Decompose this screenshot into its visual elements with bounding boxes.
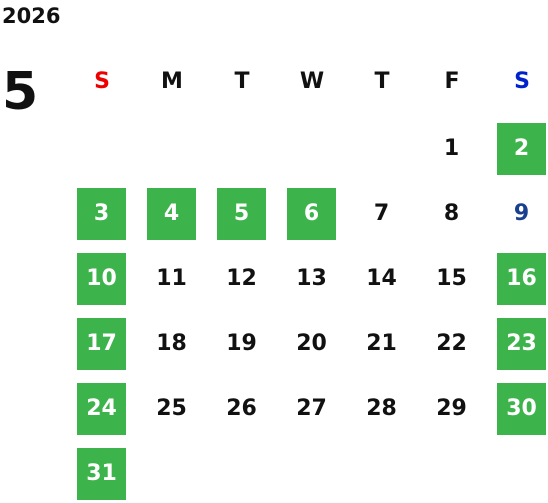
day-cell-18: 18 <box>156 331 187 356</box>
day-cell-27: 27 <box>296 396 327 421</box>
weekday-mon: M <box>161 69 183 94</box>
day-cell-12: 12 <box>226 266 257 291</box>
year-label: 2026 <box>2 4 61 28</box>
day-cell-13: 13 <box>296 266 327 291</box>
weekday-sun: S <box>94 69 110 94</box>
day-cell-30: 30 <box>497 383 546 435</box>
day-cell-5: 5 <box>217 188 266 240</box>
weekday-sat: S <box>514 69 530 94</box>
day-cell-2: 2 <box>497 123 546 175</box>
day-cell-7: 7 <box>373 201 390 226</box>
day-cell-3: 3 <box>77 188 126 240</box>
day-cell-17: 17 <box>77 318 126 370</box>
day-cell-21: 21 <box>366 331 397 356</box>
day-cell-26: 26 <box>226 396 257 421</box>
day-cell-4: 4 <box>147 188 196 240</box>
day-cell-8: 8 <box>443 201 460 226</box>
weekday-thu: T <box>374 69 390 94</box>
day-cell-16: 16 <box>497 253 546 305</box>
day-cell-9: 9 <box>513 201 530 226</box>
day-cell-23: 23 <box>497 318 546 370</box>
day-cell-6: 6 <box>287 188 336 240</box>
day-cell-29: 29 <box>436 396 467 421</box>
month-number: 5 <box>2 62 39 122</box>
day-cell-20: 20 <box>296 331 327 356</box>
day-cell-14: 14 <box>366 266 397 291</box>
day-cell-22: 22 <box>436 331 467 356</box>
day-cell-15: 15 <box>436 266 467 291</box>
day-cell-31: 31 <box>77 448 126 500</box>
day-cell-25: 25 <box>156 396 187 421</box>
day-cell-19: 19 <box>226 331 257 356</box>
day-cell-11: 11 <box>156 266 187 291</box>
day-cell-10: 10 <box>77 253 126 305</box>
weekday-fri: F <box>444 69 460 94</box>
day-cell-1: 1 <box>443 136 460 161</box>
weekday-wed: W <box>299 69 325 94</box>
day-cell-28: 28 <box>366 396 397 421</box>
day-cell-24: 24 <box>77 383 126 435</box>
weekday-tue: T <box>234 69 250 94</box>
